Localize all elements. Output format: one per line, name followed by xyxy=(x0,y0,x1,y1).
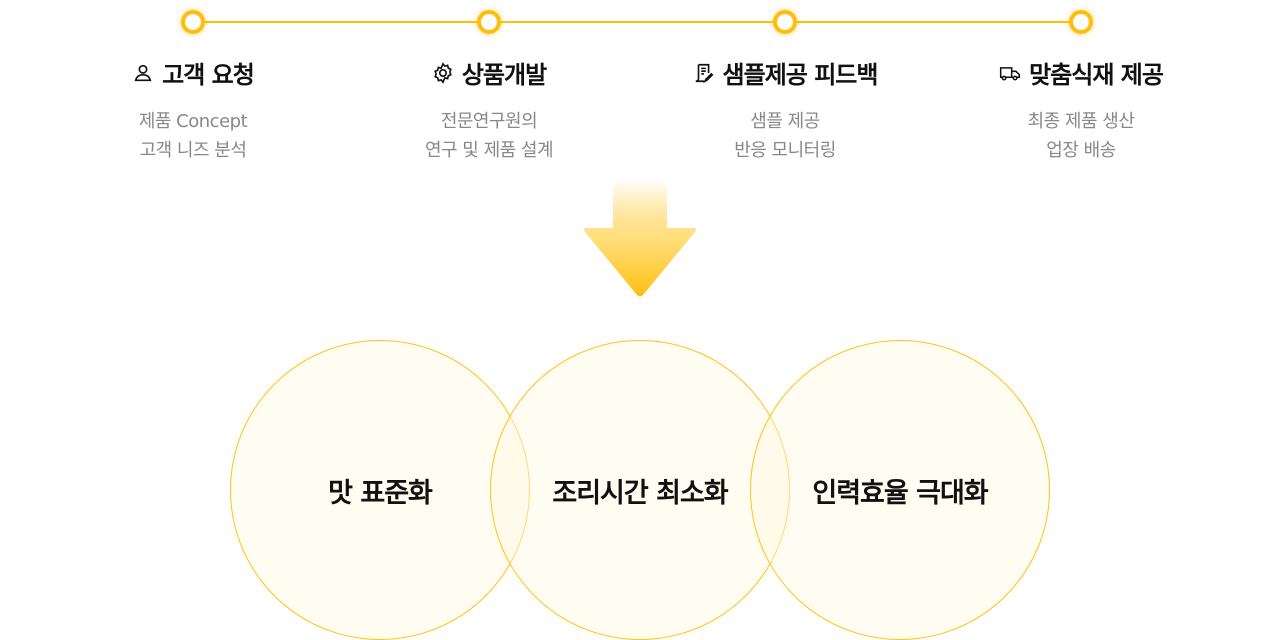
step-title: 고객 요청 xyxy=(162,61,255,89)
step-desc-line: 고객 니즈 분석 xyxy=(139,140,247,161)
step-desc-line: 반응 모니터링 xyxy=(734,140,836,161)
outcome-label: 인력효율 극대화 xyxy=(812,477,988,509)
document-edit-icon xyxy=(695,63,713,83)
timeline-dot xyxy=(181,10,205,34)
truck-icon xyxy=(1000,66,1021,81)
outcome-circle-taste: 맛 표준화 xyxy=(230,340,530,640)
gear-icon xyxy=(434,61,452,84)
step-title: 샘플제공 피드백 xyxy=(722,61,879,89)
step-desc-line: 업장 배송 xyxy=(1046,140,1116,161)
step-desc-line: 제품 Concept xyxy=(138,111,248,132)
down-arrow-icon xyxy=(583,180,697,297)
outcome-circle-labor: 인력효율 극대화 xyxy=(750,340,1050,640)
timeline-dot xyxy=(1069,10,1093,34)
outcome-circle-cooking-time: 조리시간 최소화 xyxy=(490,340,790,640)
step-title: 상품개발 xyxy=(461,61,547,89)
timeline-dot xyxy=(773,10,797,34)
step-title: 맞춤식재 제공 xyxy=(1029,61,1164,89)
outcome-label: 맛 표준화 xyxy=(328,477,433,509)
step-desc-line: 최종 제품 생산 xyxy=(1027,111,1135,132)
step-desc-line: 연구 및 제품 설계 xyxy=(424,140,554,161)
timeline-dot xyxy=(477,10,501,34)
user-icon xyxy=(134,64,152,81)
outcome-label: 조리시간 최소화 xyxy=(552,477,728,509)
timeline-line xyxy=(193,21,1081,23)
step-desc-line: 전문연구원의 xyxy=(440,111,538,132)
step-desc-line: 샘플 제공 xyxy=(750,111,820,132)
